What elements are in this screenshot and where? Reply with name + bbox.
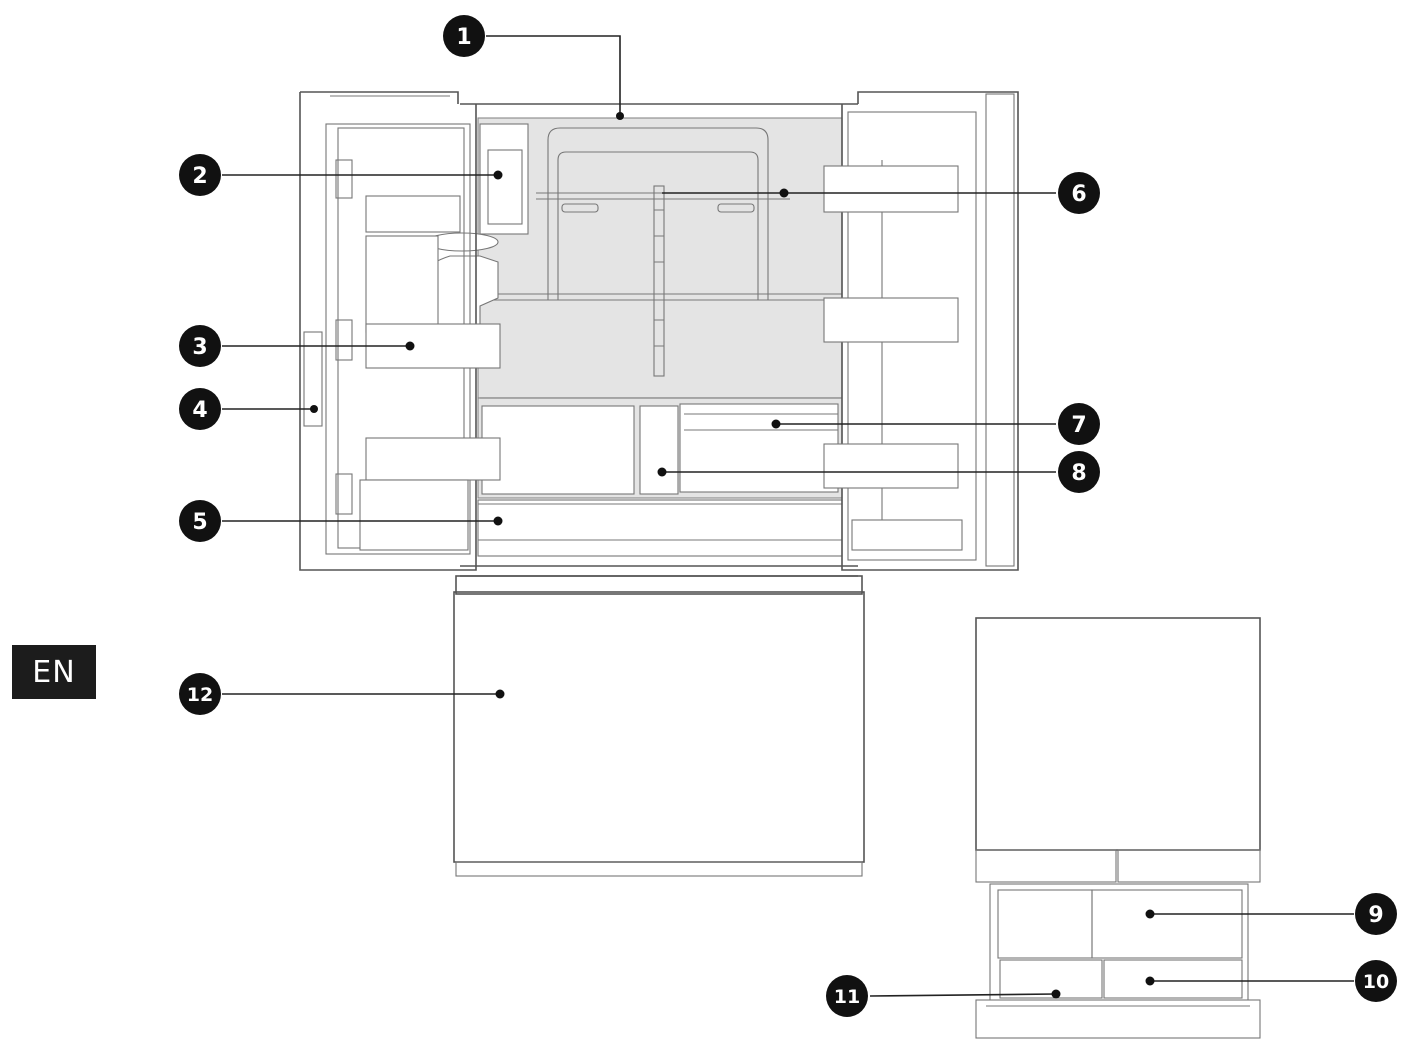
callout-number: 10 [1363,971,1389,993]
fridge-upper-compartment [365,103,858,577]
callout-10: 10 [1355,960,1397,1002]
callout-5: 5 [179,500,221,542]
callout-number: 4 [192,398,207,423]
callout-number: 6 [1071,182,1086,207]
callout-number: 12 [187,684,213,706]
callout-number: 3 [192,335,207,360]
callout-number: 2 [192,164,207,189]
callout-8: 8 [1058,451,1100,493]
callout-11: 11 [826,975,868,1017]
callout-6: 6 [1058,172,1100,214]
callout-7: 7 [1058,403,1100,445]
callout-number: 9 [1368,903,1383,928]
callout-2: 2 [179,154,221,196]
left-door [299,91,501,571]
leader-dots [310,112,1155,999]
callout-3: 3 [179,325,221,367]
callout-number: 5 [192,510,207,535]
freezer-drawer [453,575,865,877]
language-badge: EN [12,645,96,699]
callout-number: 8 [1071,461,1086,486]
callout-number: 7 [1071,413,1086,438]
callout-9: 9 [1355,893,1397,935]
right-door [823,91,1019,571]
callout-4: 4 [179,388,221,430]
callout-12: 12 [179,673,221,715]
leader-lines [222,35,1354,997]
callout-number: 11 [834,986,860,1008]
freezer-drawer-detail [975,617,1261,1039]
callout-1: 1 [443,15,485,57]
callout-number: 1 [456,25,471,50]
